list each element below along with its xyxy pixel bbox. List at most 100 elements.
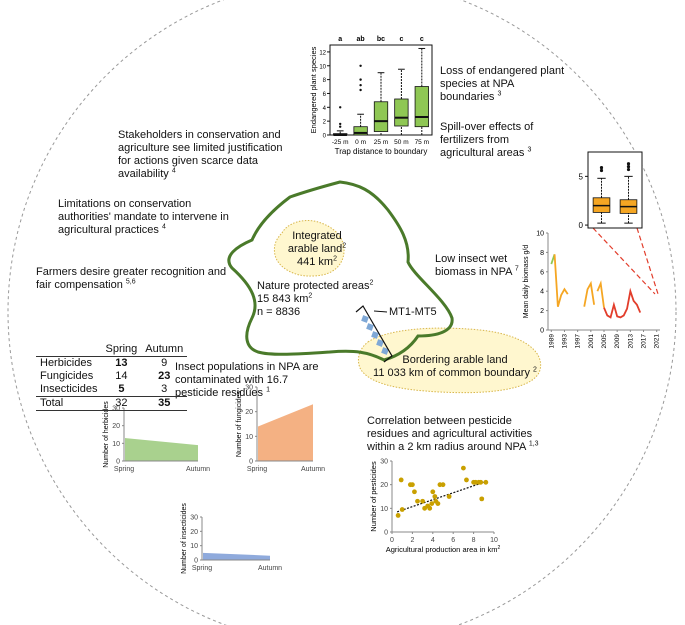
y-tick-label: 30 [190, 515, 198, 522]
box [394, 98, 409, 127]
scatter-point [435, 501, 441, 506]
x-axis-label: Agricultural production area in km2 [386, 545, 501, 554]
npa-outline [227, 180, 454, 362]
scatter-point [429, 501, 435, 506]
insect-pop-text: Insect populations in NPA are contaminat… [175, 361, 319, 399]
y-tick-label: 2 [540, 308, 544, 315]
x-tick-label: 0 m [355, 139, 366, 146]
y-tick-label: 4 [323, 106, 327, 112]
transect-bracket [355, 305, 393, 363]
x-axis-label-sup: 2 [497, 545, 500, 551]
table-row-total: Total 32 35 [36, 396, 188, 411]
area-fill [203, 552, 270, 560]
y-tick-label: 8 [540, 250, 544, 257]
table-row: Fungicides 14 23 [40, 370, 171, 382]
series-line [583, 280, 596, 307]
outlier-point [339, 106, 342, 109]
series-line [553, 254, 569, 307]
y-tick-label: 10 [112, 441, 120, 448]
y-tick-label: 2 [323, 120, 327, 126]
x-tick-label: 2017 [641, 334, 648, 349]
transect-leader [373, 310, 388, 313]
loss-endangered-text: Loss of endangered plant species at NPA … [440, 65, 565, 103]
y-tick-label: 0 [194, 558, 198, 565]
low-insect-text: Low insect wet biomass in NPA 7 [435, 253, 519, 278]
y-tick-label: 0 [540, 328, 544, 335]
outlier-point [359, 78, 362, 81]
x-axis-label: Trap distance to boundary [335, 147, 428, 156]
x-tick-label: 1989 [548, 334, 555, 349]
y-tick-label: 6 [323, 92, 327, 98]
zoom-line-lower [636, 227, 659, 295]
scatter-point [410, 482, 415, 488]
zoom-line-upper [592, 227, 656, 295]
plot-frame [587, 151, 643, 229]
y-axis-label: Endangered plant species [309, 46, 318, 133]
y-axis-label: Number of pesticides [369, 461, 378, 532]
outlier-point [599, 165, 604, 170]
significance-letter: c [420, 36, 424, 43]
area-fill [125, 438, 198, 461]
y-tick-label: 4 [540, 289, 544, 296]
x-tick-label: 25 m [374, 139, 388, 146]
area-fill [258, 404, 313, 461]
box [414, 86, 429, 128]
spillover-text: Spill-over effects of fertilizers from a… [440, 121, 534, 159]
transect-label: MT1-MT5 [389, 306, 437, 318]
scatter-point [427, 505, 433, 511]
scatter-point [399, 507, 405, 512]
y-tick-label: 10 [190, 543, 198, 550]
bordering-arable-land-shape [357, 327, 542, 394]
significance-letter: ab [357, 36, 365, 43]
scatter-point [432, 494, 438, 499]
x-tick-label: Spring [247, 466, 267, 473]
y-tick-label: 20 [190, 529, 198, 536]
scatter-point [479, 496, 485, 502]
x-tick-label: Autumn [301, 466, 325, 473]
x-tick-label: 2 [410, 537, 414, 544]
scatter-point [464, 477, 469, 483]
x-tick-label: Autumn [258, 565, 282, 572]
y-tick-label: 10 [319, 64, 326, 70]
farmers-text: Farmers desire greater recognition and f… [36, 266, 227, 291]
y-tick-label: 10 [536, 231, 544, 238]
outlier-point [339, 125, 342, 128]
stakeholders-text: Stakeholders in conservation and agricul… [118, 129, 283, 180]
x-tick-label: 1993 [561, 334, 568, 349]
x-tick-label: 2013 [627, 334, 634, 349]
x-tick-label: 75 m [415, 139, 429, 146]
series-line [596, 280, 605, 308]
outlier-point [626, 165, 631, 169]
scatter-point [430, 489, 436, 495]
y-tick-label: 20 [380, 482, 388, 489]
scatter-point [483, 479, 489, 485]
y-tick-label: 0 [579, 221, 584, 230]
x-tick-label: 2005 [601, 334, 608, 349]
y-tick-label: 8 [323, 78, 327, 84]
biomass-boxplot: 05 [579, 151, 643, 230]
scatter-point [478, 479, 484, 485]
y-tick-label: 10 [380, 506, 388, 513]
outlier-point [359, 88, 362, 92]
x-tick-label: 0 [390, 537, 394, 544]
significance-letter: bc [377, 36, 385, 43]
x-tick-label: 50 m [394, 139, 408, 146]
y-tick-label: 5 [579, 172, 584, 181]
scatter-point [420, 498, 425, 504]
table-row: Herbicides 13 9 [40, 357, 168, 369]
npa-label: Nature protected areas2 15 843 km2 n = 8… [257, 279, 374, 318]
pesticide-table-header: Spring Autumn [36, 343, 188, 357]
x-tick-label: 6 [451, 537, 455, 544]
y-tick-label: 30 [245, 385, 253, 392]
outlier-point [626, 167, 631, 172]
y-tick-label: 30 [380, 459, 388, 466]
correlation-text: Correlation between pesticide residues a… [367, 415, 539, 453]
x-tick-label: 1997 [575, 334, 582, 349]
x-tick-label: 4 [431, 537, 435, 544]
integrated-arable-label: Integrated arable land2 441 km2 [287, 230, 347, 268]
